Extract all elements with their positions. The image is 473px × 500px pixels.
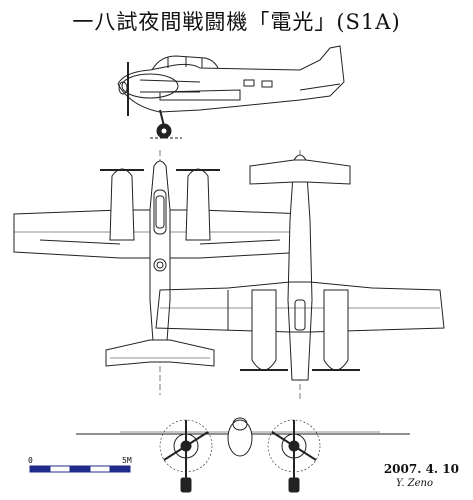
drawing-date: 2007. 4. 10 [383,462,459,476]
scale-max-label: 5M [122,456,132,465]
drawing-author: Y. Zeno [396,478,433,489]
scale-bar [29,465,131,473]
side-view [117,45,345,139]
underside-view [155,150,445,400]
drawing-title: 一八試夜間戦闘機「電光」(S1A) [72,10,401,34]
scale-zero-label: 0 [28,456,33,465]
plan-view [13,150,307,395]
front-view [76,417,410,493]
